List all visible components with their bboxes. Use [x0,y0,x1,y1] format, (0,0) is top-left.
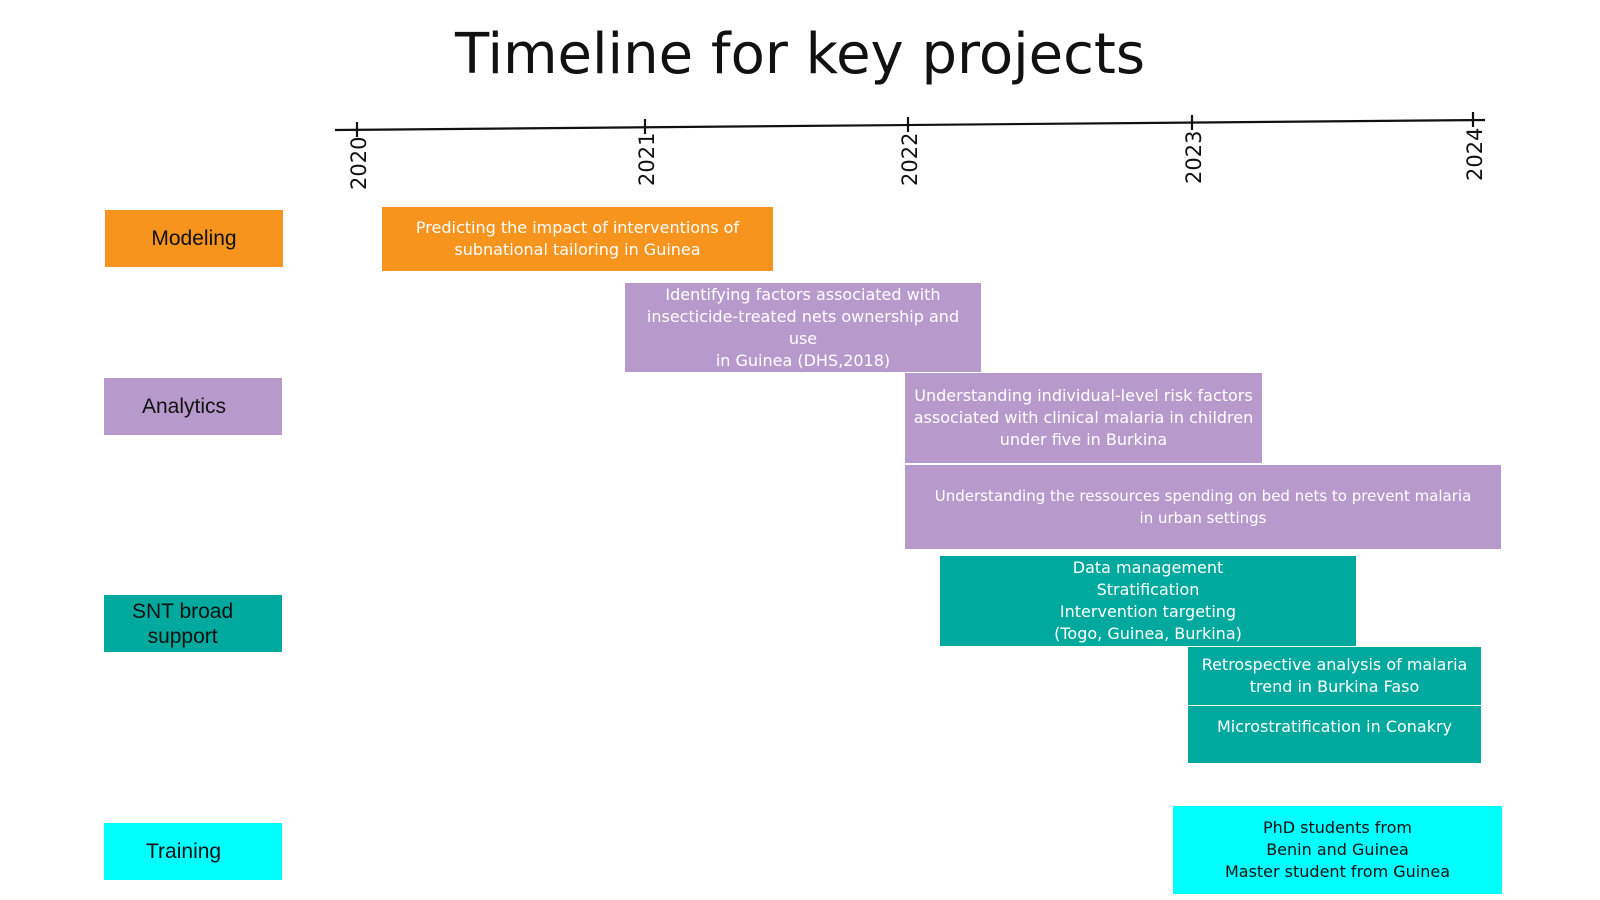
project-text-line: insecticide-treated nets ownership and u… [646,306,960,348]
year-label-2020: 2020 [347,136,371,190]
project-text-line: associated with clinical malaria in chil… [913,408,1254,427]
category-label-line-2: support [147,624,218,648]
project-bar-individual-risk-factors: Understanding individual-level risk fact… [905,373,1262,463]
project-text-line: Retrospective analysis of malaria [1201,655,1468,674]
project-bar-guinea-tailoring-impact: Predicting the impact of interventions o… [382,207,773,271]
timeline-line [334,118,1486,132]
category-label-line-1: SNT broad [132,599,234,623]
project-bar-itn-factors: Identifying factors associated with inse… [625,283,981,372]
category-label: Analytics [142,395,227,418]
project-text-line: PhD students from [1262,818,1412,837]
project-text-line: in urban settings [1139,509,1267,527]
project-text-line: Stratification [1096,580,1200,599]
project-text-line: Microstratification in Conakry [1216,717,1453,736]
project-text-line: under five in Burkina [999,430,1168,449]
category-label: Training [146,840,222,863]
project-bar-retrospective-analysis: Retrospective analysis of malaria trend … [1188,647,1481,705]
category-snt-broad-support: SNT broad support [104,595,282,652]
project-bar-microstratification: Microstratification in Conakry [1188,706,1481,763]
project-text-line: Master student from Guinea [1224,862,1451,881]
year-label-2023: 2023 [1182,130,1206,184]
project-text-line: trend in Burkina Faso [1249,677,1420,696]
project-text-line: subnational tailoring in Guinea [454,240,701,259]
project-bar-bed-net-spending: Understanding the ressources spending on… [905,465,1501,549]
project-text-line: Data management [1072,558,1224,577]
timeline-axis [334,112,1486,137]
project-bar-snt-data-management: Data management Stratification Intervent… [940,556,1356,646]
year-label-2024: 2024 [1463,127,1487,181]
page-title: Timeline for key projects [454,22,1146,87]
project-text-line: Benin and Guinea [1266,840,1409,859]
category-modeling: Modeling [105,210,283,267]
year-label-2021: 2021 [635,132,659,186]
project-text-line: Identifying factors associated with [665,284,941,304]
project-text-line: Predicting the impact of interventions o… [415,218,740,237]
category-training: Training [104,823,282,880]
project-bar-training-students: PhD students from Benin and Guinea Maste… [1173,806,1502,894]
project-text-line: Intervention targeting [1059,602,1237,621]
project-text-line: (Togo, Guinea, Burkina) [1054,624,1242,643]
category-label: Modeling [151,227,237,250]
project-text-line: in Guinea (DHS,2018) [715,350,891,370]
project-text-line: Understanding the ressources spending on… [934,487,1472,505]
category-analytics: Analytics [104,378,282,435]
year-label-2022: 2022 [898,132,922,186]
project-text-line: Understanding individual-level risk fact… [914,386,1253,405]
